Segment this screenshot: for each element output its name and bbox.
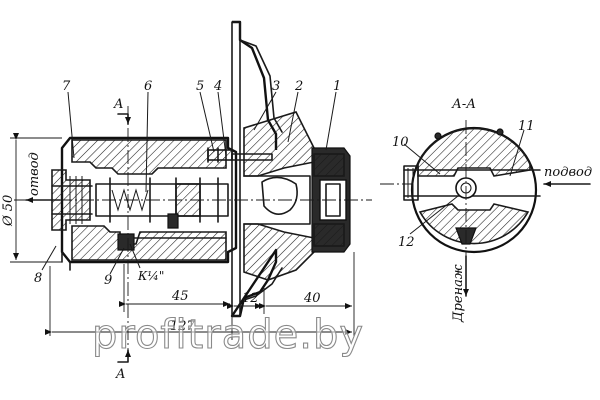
drain-plug: [117, 233, 135, 251]
inlet-label: подвод: [544, 165, 592, 180]
part-label-2: 2: [294, 79, 303, 94]
spring: [111, 188, 149, 212]
section-hatch-upper: [417, 127, 531, 177]
small-insert: [167, 213, 179, 229]
outlet-label: отвод: [27, 152, 42, 196]
part-label-6: 6: [144, 79, 152, 94]
part-label-4: 4: [213, 79, 222, 94]
watermark: profitrade.by: [92, 312, 364, 358]
section-bolt-left: [434, 132, 442, 140]
section-plug: [403, 165, 419, 201]
thread-label: К¼": [137, 269, 164, 283]
part-label-8: 8: [34, 271, 42, 286]
section-mark-bottom: A: [115, 367, 125, 382]
flange-stem: [231, 21, 241, 317]
conical-housing-lower: [243, 223, 315, 281]
part-label-10: 10: [392, 135, 409, 150]
part-label-7: 7: [62, 79, 71, 94]
part-label-9: 9: [104, 273, 112, 288]
section-title: А-А: [451, 97, 476, 112]
body-lower-wall: [71, 225, 227, 261]
dimension-127: 127: [170, 319, 196, 334]
part-label-5: 5: [196, 79, 204, 94]
cut-arrow-bottom: [117, 349, 131, 363]
body-lower-lug: [61, 251, 71, 271]
section-mark-top: A: [113, 97, 123, 112]
section-plug-thread: [407, 168, 414, 198]
dimension-12: 12: [242, 291, 259, 306]
dimension-40: 40: [303, 291, 321, 306]
outlet-fitting-bore: [51, 185, 93, 215]
section-hatch-lower: [418, 203, 530, 245]
spool: [95, 183, 229, 217]
part-label-11: 11: [518, 119, 535, 134]
part-label-3: 3: [272, 79, 280, 94]
text-labels: 7 6 5 4 3 2 1 8 9 К¼" 10 11 12 A A А-А о…: [1, 79, 592, 382]
body-upper-wall: [71, 139, 227, 175]
section-a-a-view: [403, 120, 591, 297]
dimensions: [10, 133, 355, 340]
drain-label: Дренаж: [451, 264, 466, 323]
part-label-12: 12: [398, 235, 415, 250]
guide-pin: [207, 147, 273, 163]
conical-housing: [243, 111, 315, 177]
section-bolt-right: [496, 128, 504, 136]
part-label-1: 1: [333, 79, 341, 94]
dimension-45: 45: [171, 289, 189, 304]
ball-seat: [261, 176, 298, 215]
dimension-diameter: Ø 50: [1, 195, 16, 227]
leader-lines: [41, 91, 525, 275]
cut-arrow-top: [117, 113, 131, 125]
